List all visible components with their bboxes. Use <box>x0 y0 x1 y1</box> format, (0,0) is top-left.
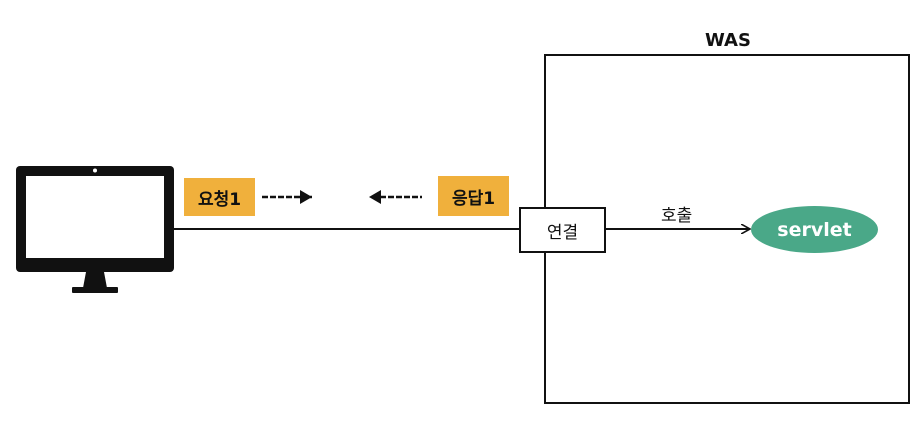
computer-monitor-icon <box>16 166 174 293</box>
connection-box: 연결 <box>519 207 606 253</box>
was-title: WAS <box>705 30 751 51</box>
servlet-node: servlet <box>751 206 878 253</box>
request-arrow <box>262 190 312 204</box>
response-arrow <box>369 190 422 204</box>
request-badge: 요청1 <box>184 178 255 216</box>
response-badge: 응답1 <box>438 176 509 216</box>
call-label: 호출 <box>661 206 693 226</box>
